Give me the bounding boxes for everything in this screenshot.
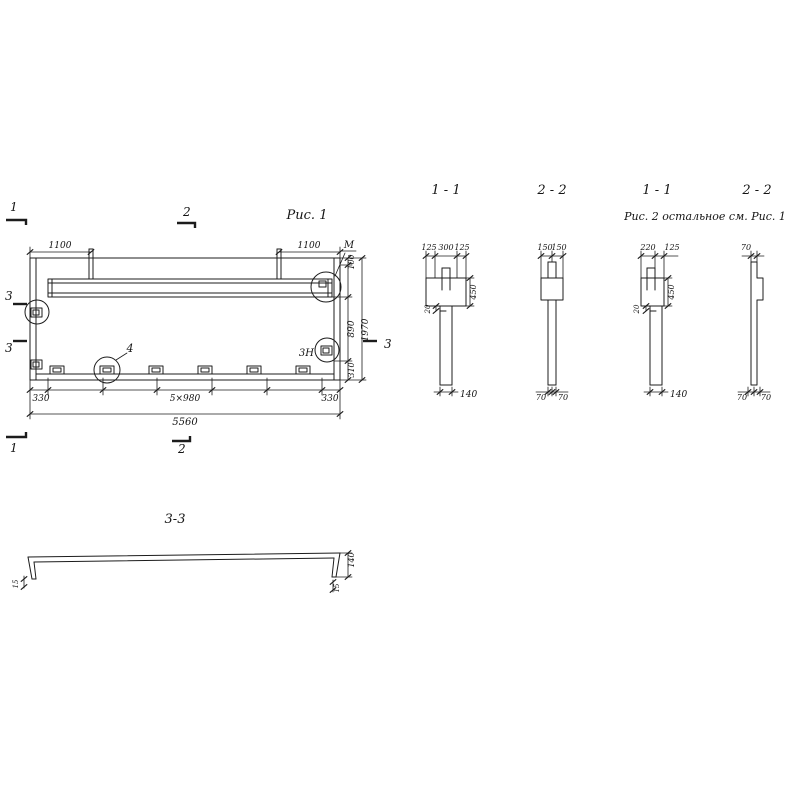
- section-1-1-fig2: 220 125 450 20 140: [633, 243, 687, 400]
- secA-dim-20: 20: [424, 304, 432, 314]
- figure2-note: Рис. 2 остальное см. Рис. 1: [623, 210, 786, 223]
- header-section-1-1-a: 1 - 1: [431, 183, 460, 198]
- dim-1100-right: 1100: [298, 241, 321, 251]
- section-2-2-fig1: 150 150 70 70: [535, 243, 569, 402]
- secB-dim-150-left: 150: [537, 243, 552, 252]
- sec33-dim-15-left: 15: [12, 579, 20, 588]
- cut-2-top-label: 2: [182, 205, 191, 219]
- header-section-1-1-b: 1 - 1: [642, 183, 671, 198]
- section-3-3: 3-3 140 15 15: [12, 512, 356, 594]
- cut-marks: 1 1 2 2 3 3 3: [5, 200, 392, 456]
- secB-dim-70-left: 70: [536, 393, 546, 402]
- dim-5560: 5560: [172, 417, 198, 428]
- secC-flange: [640, 277, 665, 307]
- detail-3-left: [24, 299, 50, 325]
- cut-1-bottom-label: 1: [10, 441, 18, 455]
- cut-3-right-label: 3: [384, 337, 392, 351]
- secB-dim-70-right: 70: [558, 393, 568, 402]
- dim-310: 310: [347, 362, 356, 377]
- figure1-title: Рис. 1: [286, 208, 328, 223]
- secC-dim-450: 450: [667, 284, 676, 300]
- detail-3n-label: 3Н: [299, 348, 314, 359]
- secA-dim-140: 140: [460, 390, 477, 400]
- cut-3-left-upper-label: 3: [5, 289, 13, 303]
- secD-dim-70-top: 70: [741, 243, 751, 252]
- sec33-dim-15-right: 15: [333, 583, 341, 592]
- dim-5x980: 5×980: [170, 394, 201, 404]
- secC-dim-220: 220: [639, 243, 655, 252]
- dim-890: 890: [347, 320, 357, 337]
- secA-dim-125-left: 125: [421, 243, 436, 252]
- secB-flange: [540, 277, 564, 301]
- detail-4: 4: [93, 342, 134, 384]
- detail-left-bottom: [30, 359, 43, 370]
- detail-m-label: М: [343, 240, 355, 251]
- dim-330-right: 330: [321, 394, 338, 404]
- beam: [47, 278, 333, 298]
- dims-top: 1100 1100: [26, 241, 344, 259]
- dim-1970: 1970: [361, 318, 371, 341]
- dim-330-left: 330: [32, 394, 49, 404]
- cut-1-top-label: 1: [10, 200, 18, 214]
- secC-dim-125: 125: [664, 243, 679, 252]
- dims-right: 100 890 1970 310: [331, 254, 371, 384]
- secD-dim-70-right: 70: [761, 393, 771, 402]
- secA-dim-300: 300: [438, 243, 453, 252]
- figure1-plan: 4 3Н М 1100 1100: [5, 200, 392, 456]
- section-2-2-fig2: 70 70 70: [737, 243, 771, 402]
- detail-3n: 3Н: [299, 337, 340, 363]
- dims-bottom: 330 5×980 330 5560: [26, 377, 344, 428]
- bottom-ribs: [49, 365, 311, 375]
- section-headers: 1 - 1 2 - 2 1 - 1 2 - 2 Рис. 1 Рис. 2 ос…: [286, 183, 786, 223]
- sec33-dim-140: 140: [347, 552, 356, 567]
- cut-3-left-lower-label: 3: [5, 341, 13, 355]
- secB-dim-150-right: 150: [551, 243, 566, 252]
- secC-dim-140: 140: [670, 390, 687, 400]
- secA-dim-125-right: 125: [454, 243, 469, 252]
- cut-2-bottom-label: 2: [177, 442, 186, 456]
- secA-dim-450: 450: [469, 284, 478, 300]
- section-1-1-fig1: 125 300 125 450 20 140: [421, 243, 478, 400]
- detail-4-label: 4: [126, 342, 134, 355]
- secC-dim-20: 20: [633, 304, 641, 314]
- header-section-2-2-b: 2 - 2: [741, 183, 771, 198]
- panel-outline: [29, 257, 341, 381]
- detail-m: М: [310, 240, 357, 303]
- secD-profile: [750, 261, 764, 386]
- section-3-3-title: 3-3: [165, 512, 186, 527]
- secD-dim-70-left: 70: [737, 393, 747, 402]
- dim-1100-left: 1100: [49, 241, 72, 251]
- dim-100: 100: [347, 254, 356, 269]
- header-section-2-2-a: 2 - 2: [536, 183, 566, 198]
- secA-flange: [425, 277, 467, 307]
